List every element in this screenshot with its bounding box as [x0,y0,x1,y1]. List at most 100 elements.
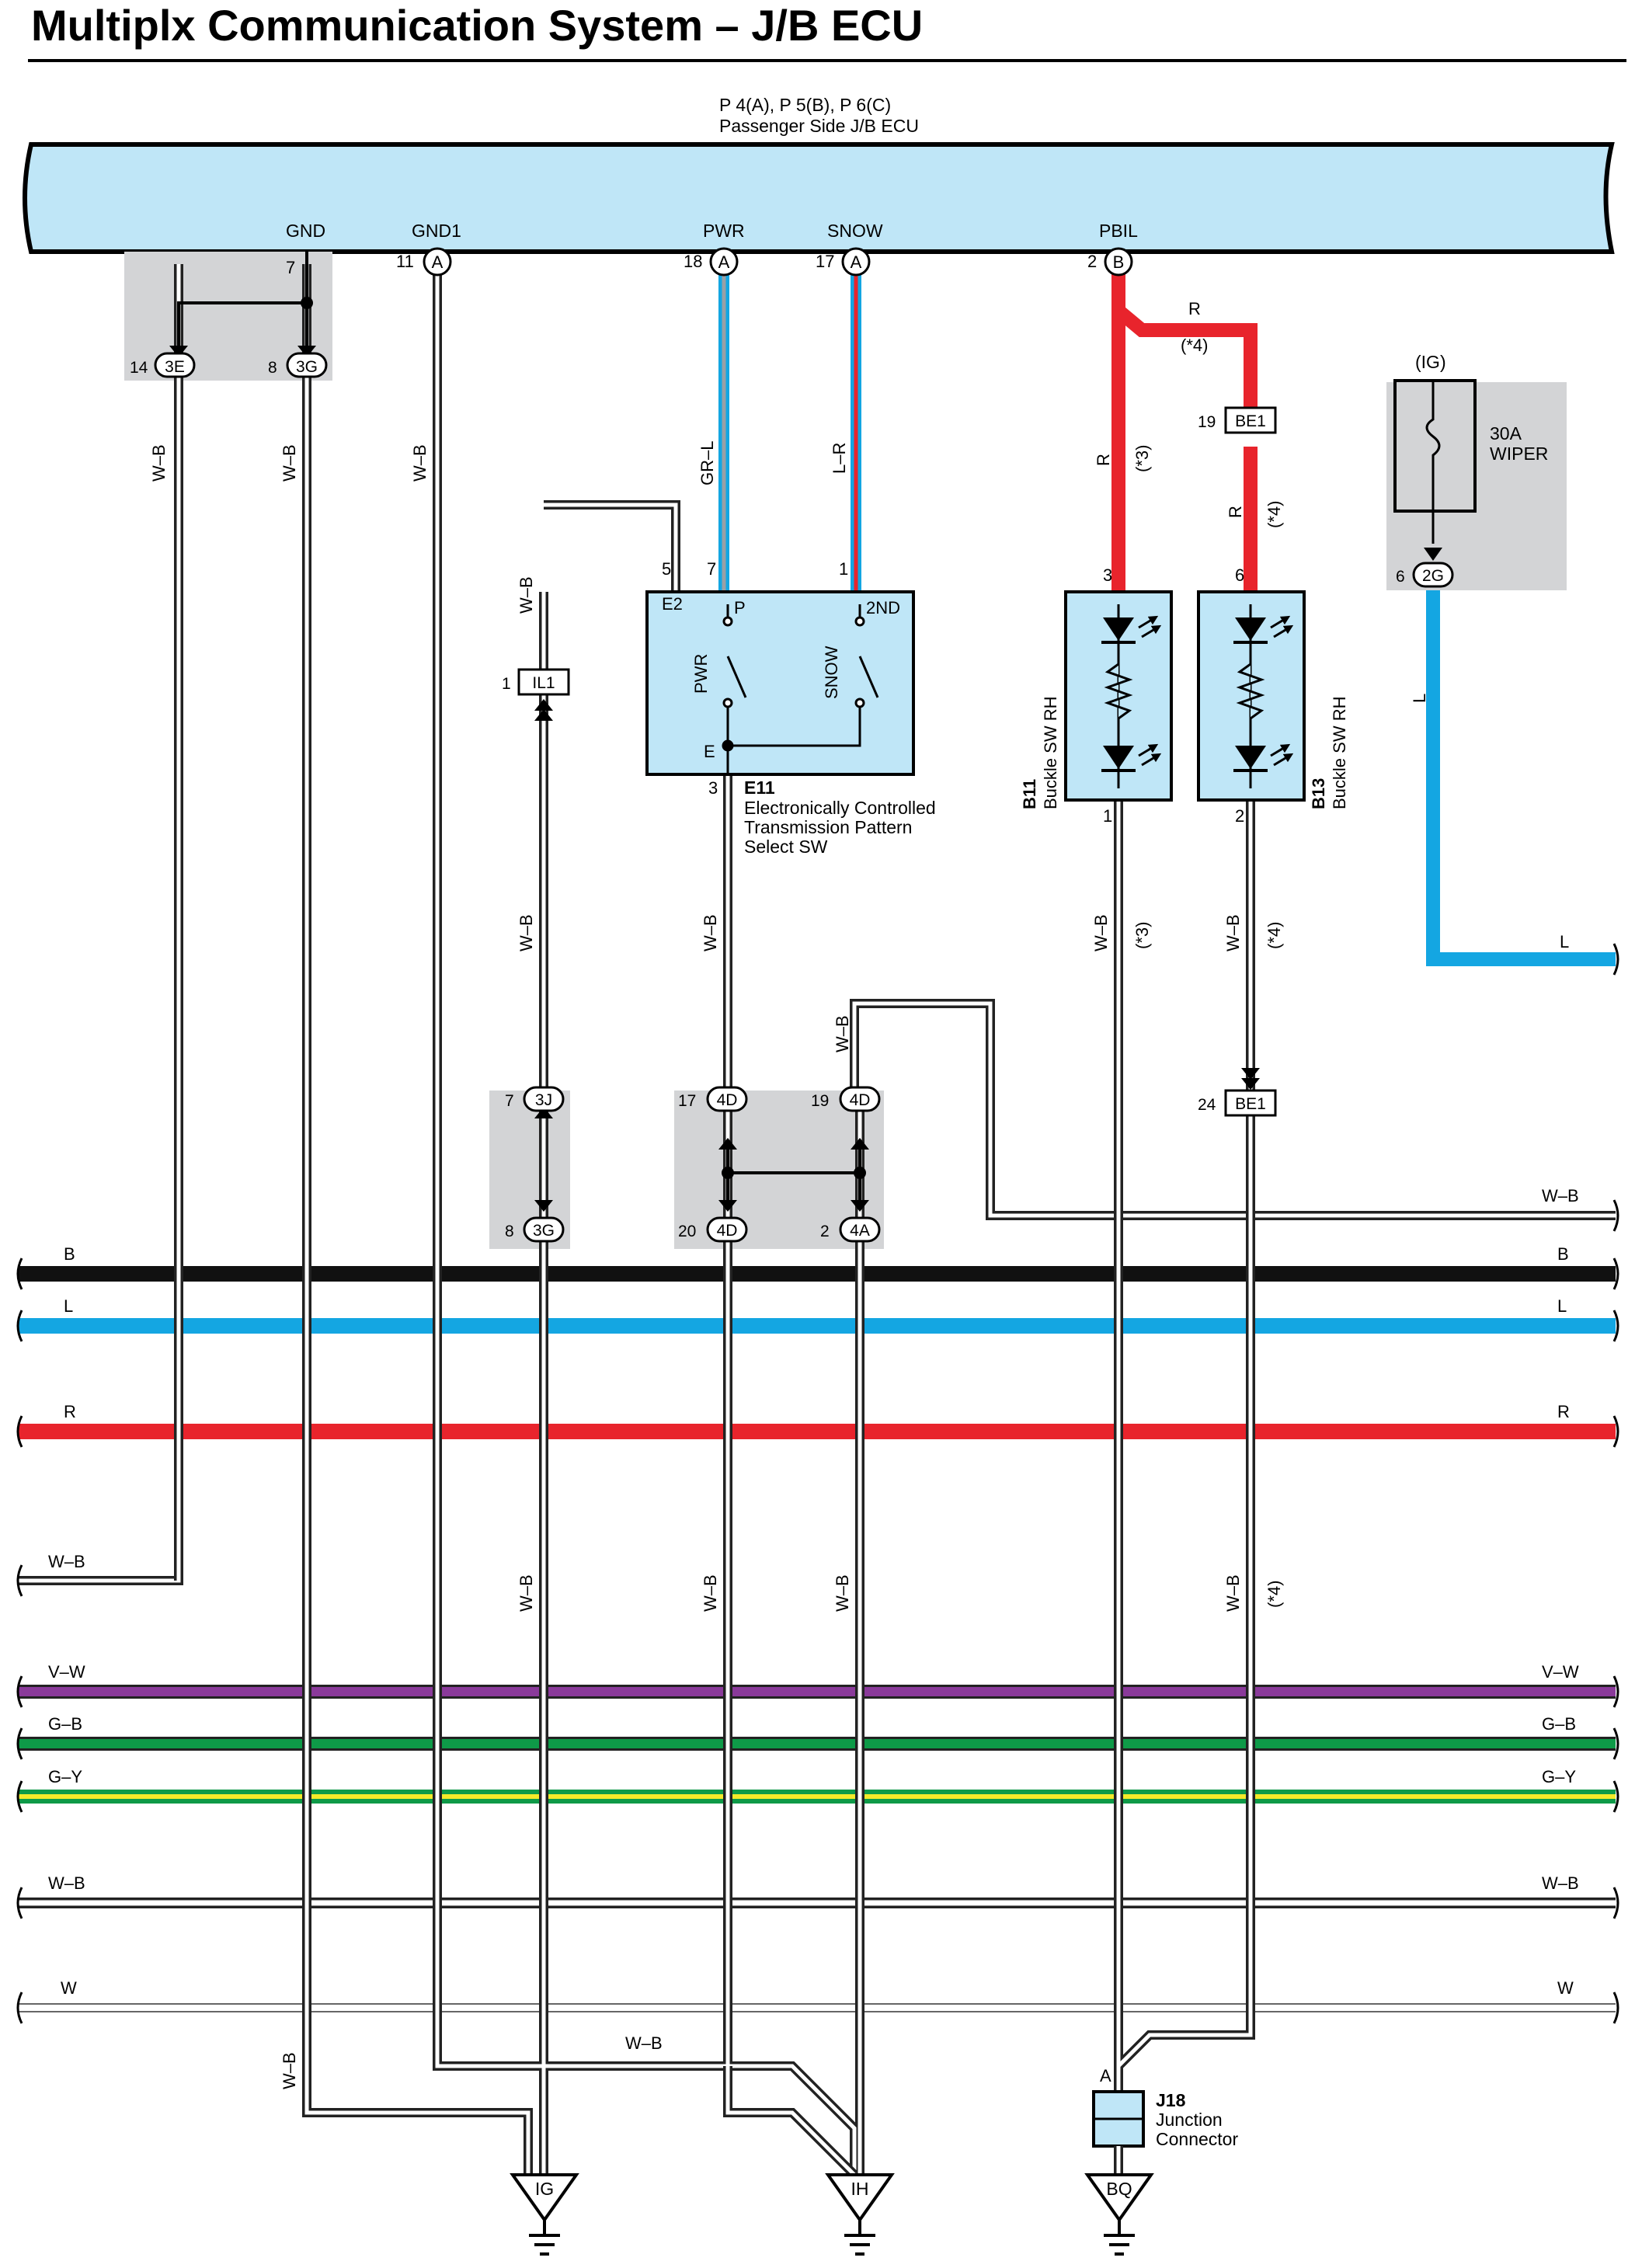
wire-label-star4: (*4) [1265,1581,1284,1608]
be1-19-code: BE1 [1235,412,1266,430]
wire-label-r: R [1226,506,1245,518]
wire-label-star4: (*4) [1265,922,1284,949]
e11-internal-wiring [722,604,879,774]
wire-label-wb: W–B [1542,1873,1579,1893]
junction-connector-pills [154,352,1454,1243]
buckle-switch-boxes [1064,590,1306,802]
b11-code: B11 [1020,779,1039,809]
j18-name-line-1: Junction [1156,2110,1223,2130]
jc-3e-code: 3E [165,358,185,376]
wire-label-wb: W–B [1223,914,1243,951]
e11-term-e2: E2 [662,594,683,614]
ecu-name: Passenger Side J/B ECU [719,116,919,136]
pin-num-gnd1: 11 [396,252,414,271]
pin-label-gnd: GND [286,221,325,241]
jc-3g-lower-code: 3G [533,1222,555,1240]
be1-24-code: BE1 [1235,1095,1266,1113]
wire-label-w: W [1557,1978,1574,1998]
e11-term-p: P [734,598,746,617]
terminal-snow: A [851,252,862,272]
e11-pin-p: 7 [707,559,716,579]
b13-pin-top: 6 [1235,565,1244,585]
wire-label-wb: W–B [833,1015,852,1052]
pin-num-pwr: 18 [684,252,702,271]
wire-label-grl: GR–L [697,441,717,485]
pin-num-snow: 17 [816,252,834,271]
pin-label-snow: SNOW [827,221,883,241]
wire-label-wb: W–B [1223,1574,1243,1612]
ecu-connectors: P 4(A), P 5(B), P 6(C) [719,95,891,115]
wire-label-r: R [1094,454,1113,466]
junction-4d-ties [722,1150,866,1200]
fuse-icon [1425,381,1441,544]
ground-ig: IG [535,2179,554,2199]
wire-label-wb: W–B [517,576,536,614]
il1-num: 1 [502,675,511,693]
jc-3j-num: 7 [505,1092,514,1110]
terminal-gnd1: A [432,252,444,272]
e11-switch-snow: SNOW [822,645,841,699]
wire-label-star3: (*3) [1132,922,1152,949]
wire-label-w: W [61,1978,77,1998]
b13-pin-bottom: 2 [1235,806,1244,826]
jc-3g-lower-num: 8 [505,1223,514,1240]
ecu-body [23,142,1615,254]
wire-label-vw: V–W [1542,1662,1579,1682]
wire-label-wb: W–B [701,914,720,951]
il1-code: IL1 [532,674,555,692]
wire-label-wb: W–B [280,2052,299,2089]
signal-wires [718,268,1616,966]
e11-switch-pwr: PWR [691,654,711,694]
pin-label-pbil: PBIL [1099,221,1138,241]
wire-label-wb: W–B [48,1552,85,1571]
be1-24-num: 24 [1198,1096,1216,1114]
b11-pin-top: 3 [1103,565,1112,585]
wire-label-wb: W–B [625,2033,663,2053]
fuse-supply: (IG) [1415,352,1446,372]
wire-label-wb: W–B [517,914,536,951]
wire-label-b: B [64,1244,75,1264]
fuse-box [1393,379,1477,513]
wire-label-gy: G–Y [48,1767,82,1786]
jc-4d-20-code: 4D [717,1222,738,1240]
e11-pin-e2: 5 [662,559,671,579]
wire-label-star4: (*4) [1181,336,1208,355]
wire-label-star3: (*3) [1132,445,1152,472]
jc-4d-20-num: 20 [678,1223,696,1240]
wire-label-gy: G–Y [1542,1767,1576,1786]
jc-4d-17-num: 17 [678,1092,696,1110]
e11-pin-2nd: 1 [839,559,848,579]
fuse-name: WIPER [1490,444,1548,464]
pin-num-pbil: 2 [1087,252,1097,271]
jc-4d-17-code: 4D [717,1091,738,1109]
jc-4d-19-num: 19 [811,1092,829,1110]
wire-label-vw: V–W [48,1662,85,1682]
terminal-pbil: B [1113,252,1125,272]
pin-num-gnd: 7 [286,258,295,277]
j18-code: J18 [1156,2090,1186,2110]
e11-term-2nd: 2ND [866,598,900,617]
b13-name: Buckle SW RH [1330,697,1349,809]
wire-break-brackets [16,943,1619,2024]
jc-3j-code: 3J [535,1091,552,1109]
wire-label-wb: W–B [149,444,169,482]
e11-name-line-1: Electronically Controlled [744,798,936,818]
e11-name-line-2: Transmission Pattern [744,817,912,837]
wire-label-wb: W–B [280,444,299,482]
harness-wires [19,999,1616,2012]
jc-3g-code: 3G [296,358,318,376]
wire-label-wb: W–B [833,1574,852,1612]
wire-label-wb: W–B [701,1574,720,1612]
wire-label-r: R [1557,1402,1570,1421]
j18-pin: A [1100,2066,1111,2085]
b11-pin-bottom: 1 [1103,806,1112,826]
wire-label-wb: W–B [1091,914,1111,951]
wire-label-l: L [1560,932,1569,951]
wire-label-r: R [64,1402,76,1421]
wire-label-gb: G–B [1542,1714,1576,1734]
led-icon [1101,617,1268,772]
be1-19-num: 19 [1198,413,1216,431]
e11-name-line-3: Select SW [744,837,828,857]
wire-label-wb: W–B [517,1574,536,1612]
ground-ih: IH [851,2179,869,2199]
